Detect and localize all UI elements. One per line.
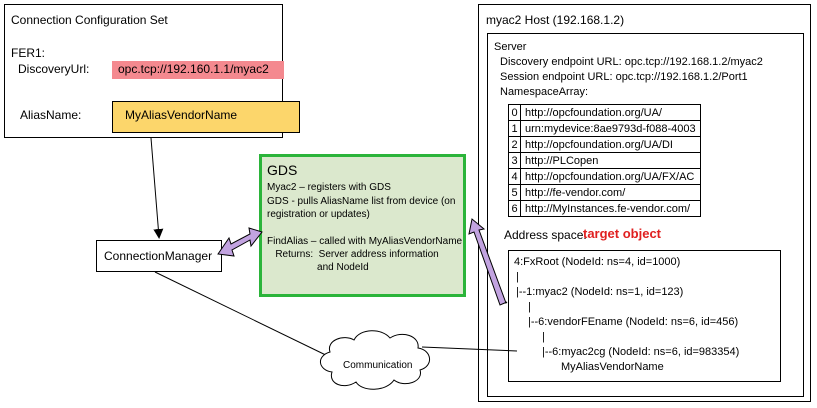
host-box: myac2 Host (192.168.1.2) Server Discover… [478,4,811,402]
address-space-box: 4:FxRoot (NodeId: ns=4, id=1000) | |--1:… [508,250,781,382]
manager-to-communication-line [154,271,337,361]
namespace-array-label: NamespaceArray: [500,86,589,98]
gds-box: GDS Myac2 – registers with GDS GDS - pul… [259,154,466,297]
target-to-gds-arrow [468,218,508,306]
discovery-label: DiscoveryUrl: [18,62,90,76]
namespace-index: 2 [508,136,521,153]
host-title: myac2 Host (192.168.1.2) [486,13,625,27]
tree-node-alias: MyAliasVendorName [561,361,664,373]
config-title: Connection Configuration Set [11,13,168,27]
communication-label: Communication [343,360,413,371]
target-object-label: target object [583,226,662,241]
connection-manager-label: ConnectionManager [104,249,213,263]
namespace-uri: http://PLCopen [520,152,701,169]
communication-to-target-line [421,346,518,352]
gds-line-1: Myac2 – registers with GDS [267,182,391,193]
namespace-index: 1 [508,120,521,137]
connection-config-box: Connection Configuration Set FER1: Disco… [4,4,300,138]
tree-node-myac2: |--1:myac2 (NodeId: ns=1, id=123) [516,286,684,298]
communication-cloud [320,330,430,390]
namespace-uri: http://fe-vendor.com/ [520,184,701,201]
gds-line-2: GDS - pulls AliasName list from device (… [267,196,456,207]
namespace-uri: http://opcfoundation.org/UA/DI [520,136,701,153]
discovery-url-value: opc.tcp://192.160.1.1/myac2 [118,62,269,76]
gds-line-3: registration or updates) [267,209,370,220]
server-box: Server Discovery endpoint URL: opc.tcp:/… [487,33,804,397]
tree-node-fxroot: 4:FxRoot (NodeId: ns=4, id=1000) [514,256,681,268]
server-title: Server [494,41,527,53]
gds-line-6: Returns: Server address information [267,249,439,260]
alias-name-value: MyAliasVendorName [125,108,238,122]
namespace-uri: http://MyInstances.fe-vendor.com/ [520,200,701,217]
alias-name-field [112,101,300,133]
discovery-endpoint-line: Discovery endpoint URL: opc.tcp://192.16… [500,56,763,68]
tree-node-myac2cg: |--6:myac2cg (NodeId: ns=6, id=983354) [542,346,740,358]
connection-manager-box: ConnectionManager [96,240,222,272]
gds-line-5: FindAlias – called with MyAliasVendorNam… [267,236,463,247]
gds-line-7: and NodeId [267,262,369,273]
config-to-manager-arrow [150,137,164,239]
discovery-url-field [112,61,284,79]
namespace-uri: http://opcfoundation.org/UA/ [520,104,701,121]
tree-connector: | [542,331,545,343]
tree-connector: | [516,271,519,283]
namespace-index: 6 [508,200,521,217]
tree-connector: | [528,301,531,313]
gds-title: GDS [267,162,298,178]
tree-node-vendorfename: |--6:vendorFEname (NodeId: ns=6, id=456) [528,316,739,328]
session-endpoint-line: Session endpoint URL: opc.tcp://192.168.… [500,71,748,83]
namespace-index: 3 [508,152,521,169]
fer-label: FER1: [11,46,46,60]
address-space-label: Address space: [504,228,587,242]
manager-gds-double-arrow [217,227,263,257]
namespace-index: 4 [508,168,521,185]
alias-label: AliasName: [20,108,82,122]
